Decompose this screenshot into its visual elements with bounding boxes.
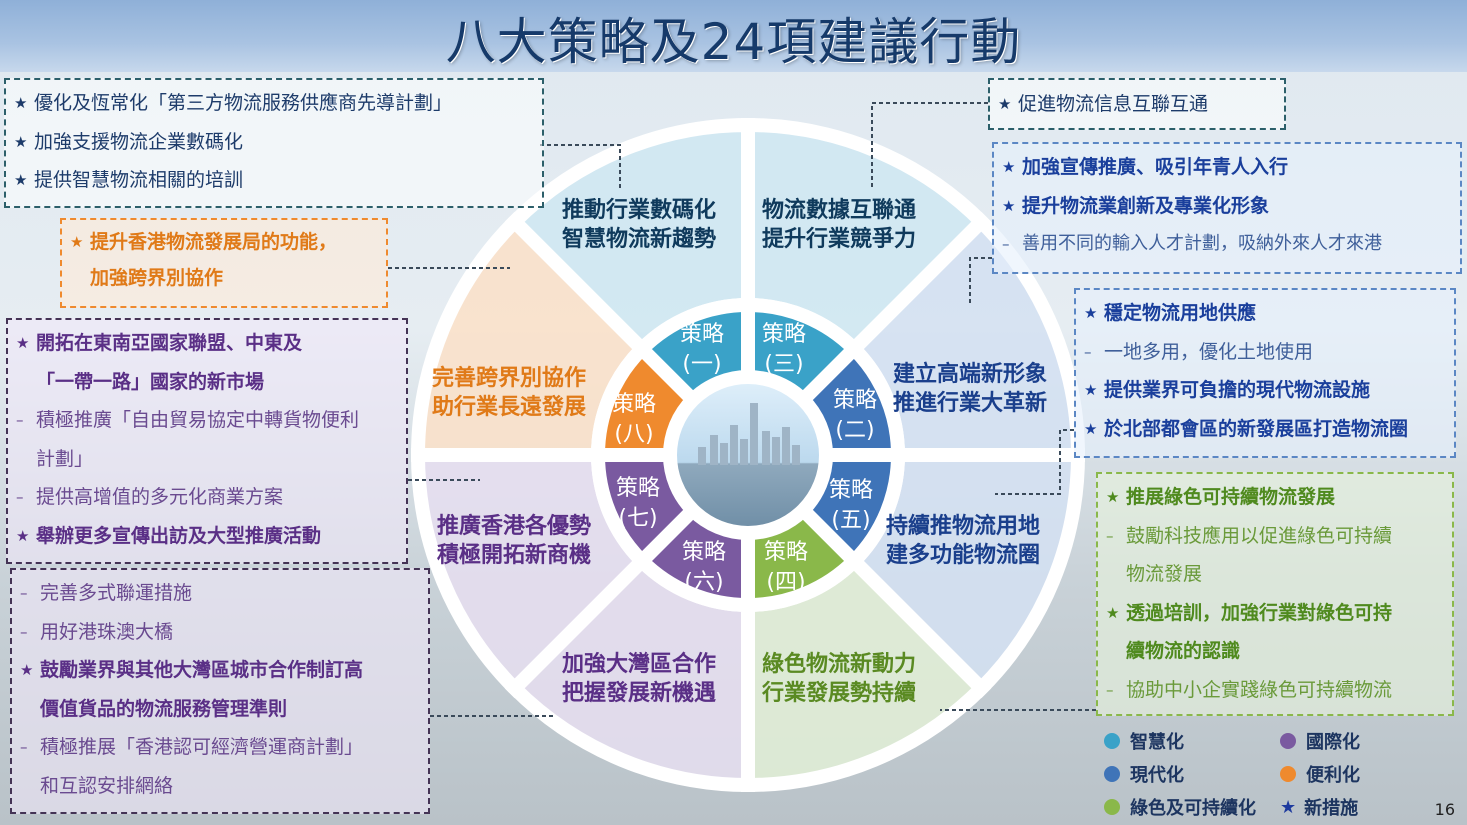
- building-shape: [782, 427, 790, 465]
- strategy-6-actions: –完善多式聯運措施 –用好港珠澳大橋 ★鼓勵業界與其他大灣區城市合作制訂高 價值…: [10, 568, 430, 814]
- star-icon: ★: [1002, 196, 1016, 215]
- building-shape: [762, 431, 770, 465]
- strategy-2-number: 策略(二): [833, 388, 878, 443]
- strategy-6-number: 策略(六): [682, 540, 727, 595]
- legend-smart: 智慧化: [1104, 728, 1184, 754]
- legend-green: 綠色及可持續化: [1104, 794, 1256, 820]
- legend-new-measure: ★新措施: [1280, 796, 1359, 820]
- star-icon: ★: [1106, 488, 1120, 506]
- strategy-7-actions: ★開拓在東南亞國家聯盟、中東及 「一帶一路」國家的新市場 –積極推廣「自由貿易協…: [6, 318, 408, 564]
- strategy-1-actions: ★優化及恆常化「第三方物流服務供應商先導計劃」 ★加強支援物流企業數碼化 ★提供…: [4, 78, 544, 208]
- building-shape: [772, 437, 780, 465]
- circle-icon: [1104, 799, 1120, 815]
- dash-icon: –: [1106, 526, 1114, 545]
- strategy-3-number: 策略(三): [762, 322, 807, 377]
- star-icon: ★: [16, 526, 30, 545]
- dash-icon: –: [1002, 235, 1010, 253]
- strategy-3-actions: ★促進物流信息互聯互通: [988, 78, 1286, 130]
- legend-international: 國際化: [1280, 728, 1360, 754]
- connector-line: [540, 144, 621, 188]
- strategy-6-label: 加強大灣區合作把握發展新機遇: [562, 652, 717, 706]
- legend-convenience: 便利化: [1280, 761, 1360, 787]
- dash-icon: –: [1084, 342, 1092, 361]
- strategy-8-actions: ★提升香港物流發展局的功能， 加強跨界別協作: [60, 218, 388, 308]
- star-icon: ★: [998, 95, 1012, 113]
- star-icon: ★: [16, 334, 30, 352]
- segment-strategy-1-inner: [632, 297, 755, 410]
- building-shape: [750, 403, 758, 465]
- dash-icon: –: [20, 622, 28, 641]
- star-icon: ★: [1280, 796, 1297, 818]
- dash-icon: –: [20, 584, 28, 602]
- title-bar: [0, 0, 1467, 72]
- connector-line: [871, 102, 988, 188]
- dash-icon: –: [16, 411, 24, 429]
- star-icon: ★: [14, 171, 28, 189]
- strategy-5-label: 持續推物流用地建多功能物流圈: [886, 514, 1041, 568]
- dash-icon: –: [16, 488, 24, 506]
- circle-icon: [1104, 766, 1120, 782]
- strategy-4-label: 綠色物流新動力行業發展勢持續: [762, 652, 917, 706]
- star-icon: ★: [1084, 304, 1098, 322]
- strategy-2-actions: ★加強宣傳推廣、吸引年青人入行 ★提升物流業創新及專業化形象 –善用不同的輸入人…: [992, 142, 1462, 274]
- legend-modern: 現代化: [1104, 761, 1184, 787]
- circle-icon: [1280, 766, 1296, 782]
- star-icon: ★: [1084, 419, 1098, 438]
- star-icon: ★: [70, 233, 84, 251]
- dash-icon: –: [1106, 680, 1114, 699]
- star-icon: ★: [14, 132, 28, 151]
- strategy-2-label: 建立高端新形象推進行業大革新: [893, 362, 1048, 416]
- page-number: 16: [1434, 800, 1455, 819]
- strategy-3-label: 物流數據互聯通提升行業競爭力: [762, 198, 917, 252]
- connector-line: [995, 429, 1074, 495]
- building-shape: [698, 447, 706, 465]
- strategy-7-number: 策略(七): [616, 476, 661, 531]
- building-shape: [730, 425, 738, 465]
- strategy-5-number: 策略(五): [829, 478, 874, 533]
- strategy-4-actions: ★推展綠色可持續物流發展 –鼓勵科技應用以促進綠色可持續 物流發展 ★透過培訓，…: [1096, 472, 1454, 716]
- strategy-1-label: 推動行業數碼化智慧物流新趨勢: [562, 198, 717, 252]
- building-shape: [792, 445, 800, 465]
- building-shape: [740, 439, 748, 465]
- strategy-5-actions: ★穩定物流用地供應 –一地多用，優化土地使用 ★提供業界可負擔的現代物流設施 ★…: [1074, 288, 1456, 458]
- circle-icon: [1280, 733, 1296, 749]
- strategy-4-number: 策略(四): [764, 540, 809, 595]
- strategy-7-label: 推廣香港各優勢積極開拓新商機: [437, 514, 592, 568]
- page-title: 八大策略及24項建議行動: [445, 13, 1022, 71]
- star-icon: ★: [1106, 603, 1120, 622]
- star-icon: ★: [14, 94, 28, 112]
- building-shape: [720, 443, 728, 465]
- dash-icon: –: [20, 738, 28, 756]
- star-icon: ★: [20, 661, 34, 679]
- star-icon: ★: [1084, 381, 1098, 399]
- strategy-8-number: 策略(八): [612, 392, 657, 447]
- strategy-8-label: 完善跨界別協作助行業長遠發展: [432, 366, 587, 420]
- building-shape: [710, 435, 718, 465]
- strategy-1-number: 策略(一): [680, 322, 725, 377]
- circle-icon: [1104, 733, 1120, 749]
- star-icon: ★: [1002, 158, 1016, 176]
- connector-line: [969, 257, 992, 305]
